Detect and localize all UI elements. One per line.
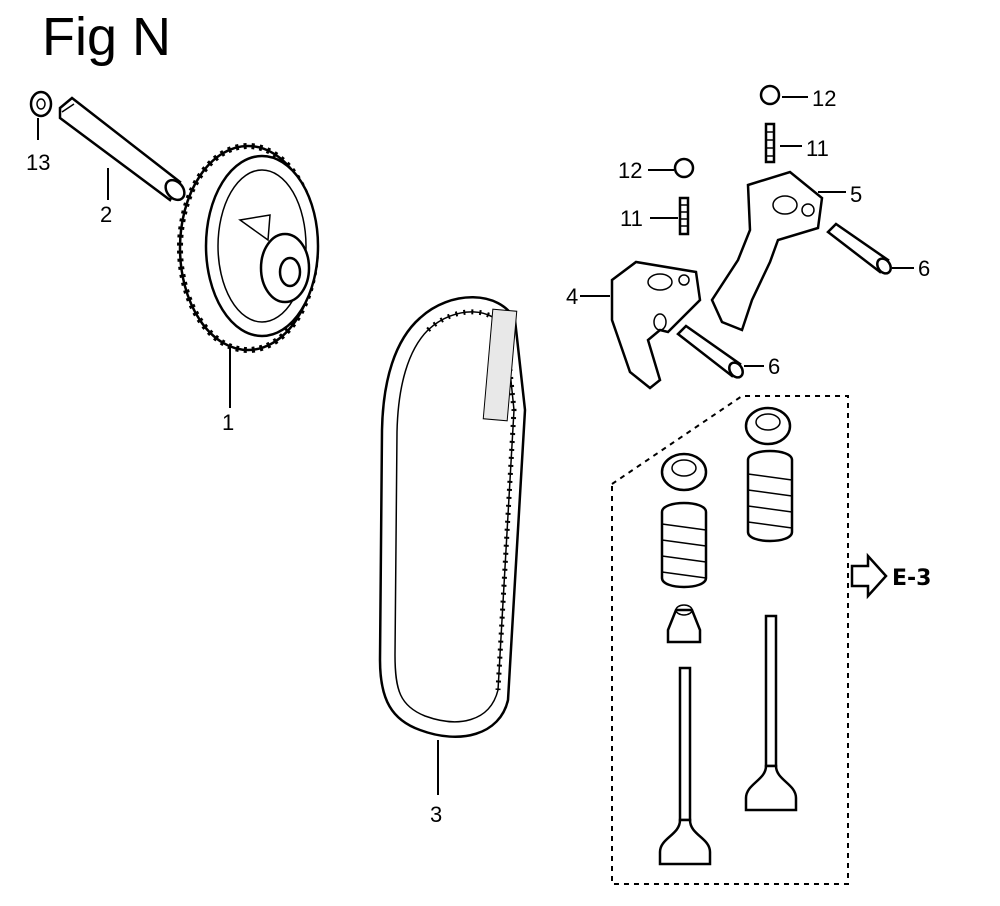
figure-title: Fig N xyxy=(42,7,172,67)
callout-11-left: 11 xyxy=(620,206,643,231)
part-5-rocker-arm xyxy=(710,170,824,332)
arrow-right-icon xyxy=(850,552,888,600)
callout-12-left: 12 xyxy=(618,158,642,183)
callout-13: 13 xyxy=(26,150,50,175)
valve-assembly-left xyxy=(658,452,712,866)
callout-6-lower: 6 xyxy=(768,354,780,379)
part-6-pin-lower xyxy=(676,324,744,379)
part-11-stud-left xyxy=(678,196,690,236)
callout-11-right: 11 xyxy=(806,136,829,161)
part-12-nut-right xyxy=(759,84,781,106)
callout-4: 4 xyxy=(566,284,578,309)
callout-6-upper: 6 xyxy=(918,256,930,281)
valve-assembly-right xyxy=(744,406,798,812)
part-2-shaft xyxy=(58,96,186,202)
callout-3: 3 xyxy=(430,802,442,827)
part-13-nut xyxy=(29,90,53,118)
callout-5: 5 xyxy=(850,182,862,207)
part-6-pin-upper xyxy=(826,222,892,275)
part-3-belt xyxy=(378,296,527,738)
callout-1: 1 xyxy=(222,410,234,435)
part-1-pulley xyxy=(177,143,320,353)
reference-label: E-3 xyxy=(892,566,931,591)
part-12-nut-left xyxy=(673,157,695,179)
valve-assembly-boundary xyxy=(611,395,849,885)
reference-e3: E-3 xyxy=(850,552,931,600)
callout-12-right: 12 xyxy=(812,86,836,111)
part-4-rocker-arm xyxy=(610,260,702,390)
part-11-stud-right xyxy=(764,122,776,164)
callout-2: 2 xyxy=(100,202,112,227)
